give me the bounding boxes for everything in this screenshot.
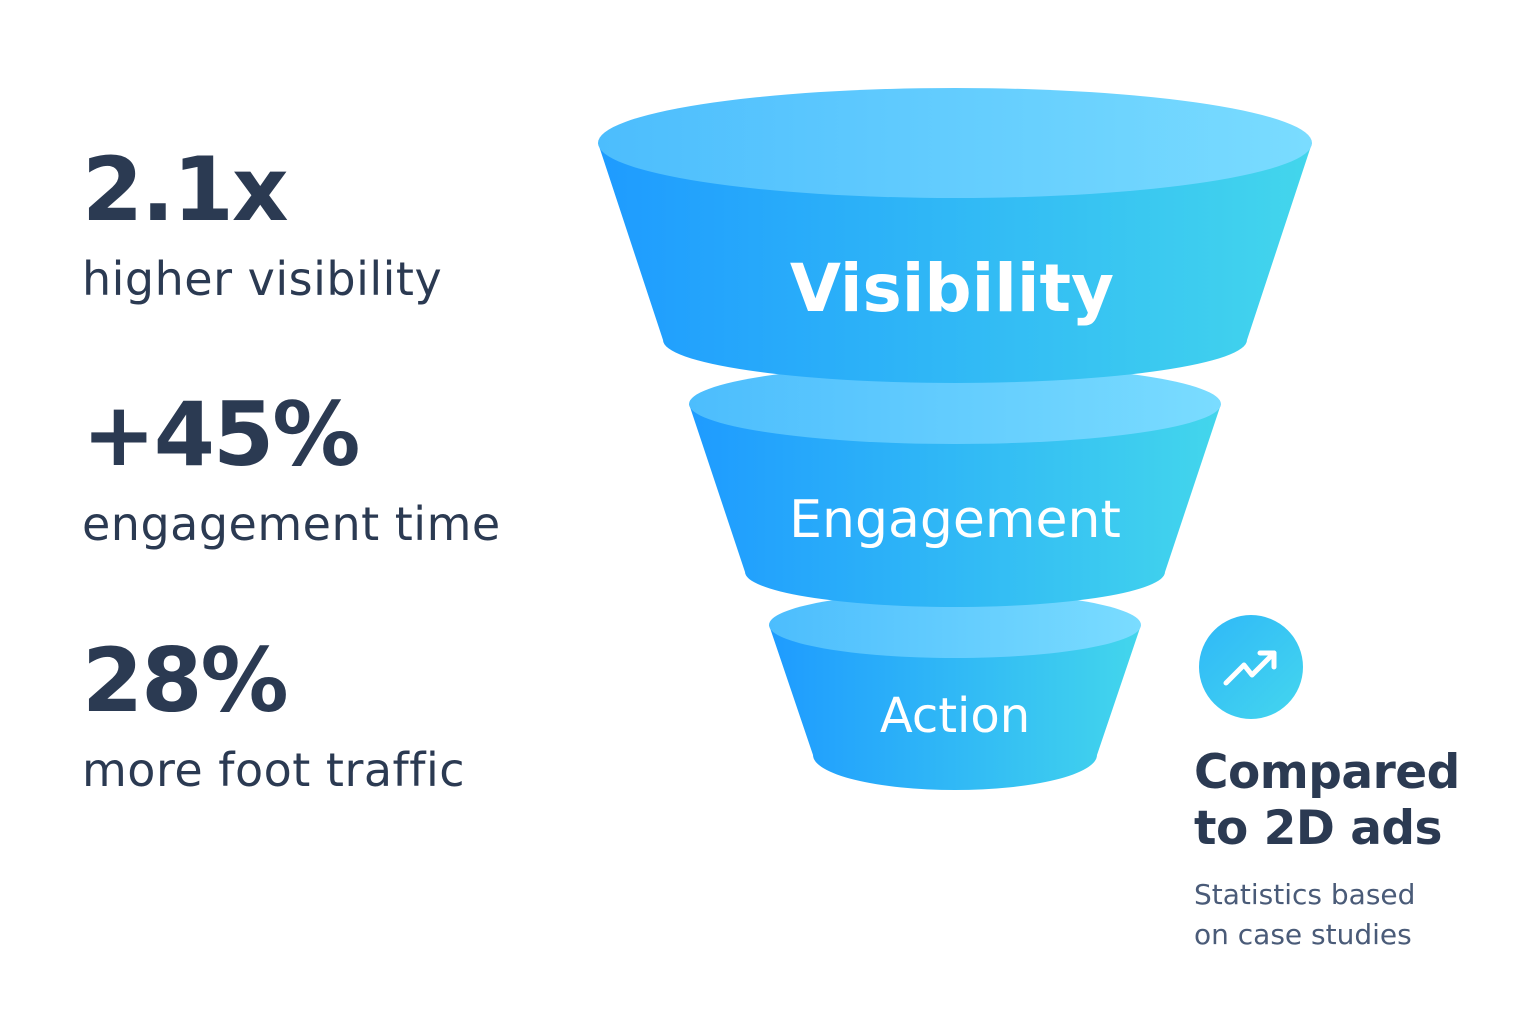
funnel-stage-engagement-body [689,404,1221,607]
comparison-note-line: on case studies [1194,918,1412,951]
funnel-stage-engagement: Engagement [689,364,1221,607]
stage-label: Action [880,688,1030,744]
stat-foot-traffic: 28% more foot traffic [82,629,466,797]
stage-label: Visibility [790,250,1114,327]
comparison-title-line: to 2D ads [1194,801,1443,856]
trend-badge [1199,615,1303,719]
trending-up-icon [1223,650,1277,686]
funnel-stage-visibility-body [598,143,1312,383]
stat-value: 2.1x [82,138,289,241]
comparison-title-line: Compared [1194,745,1460,800]
stat-label: engagement time [82,497,501,551]
stage-label: Engagement [789,490,1121,550]
funnel-stage-visibility-top [598,88,1312,198]
comparison-title: Compared to 2D ads [1194,745,1460,857]
comparison-note: Statistics based on case studies [1194,875,1415,955]
stat-value: +45% [82,383,360,486]
funnel-stage-engagement-top [689,364,1221,444]
stat-label: higher visibility [82,252,443,306]
stat-engagement: +45% engagement time [82,383,501,551]
funnel-stage-visibility: Visibility [598,88,1312,383]
comparison-note-line: Statistics based [1194,878,1416,911]
stat-visibility: 2.1x higher visibility [82,138,443,306]
funnel-stage-action: Action [769,592,1141,790]
stat-label: more foot traffic [82,743,466,797]
stat-value: 28% [82,629,289,732]
funnel-stage-action-top [769,592,1141,658]
funnel-stage-action-body [769,625,1141,790]
